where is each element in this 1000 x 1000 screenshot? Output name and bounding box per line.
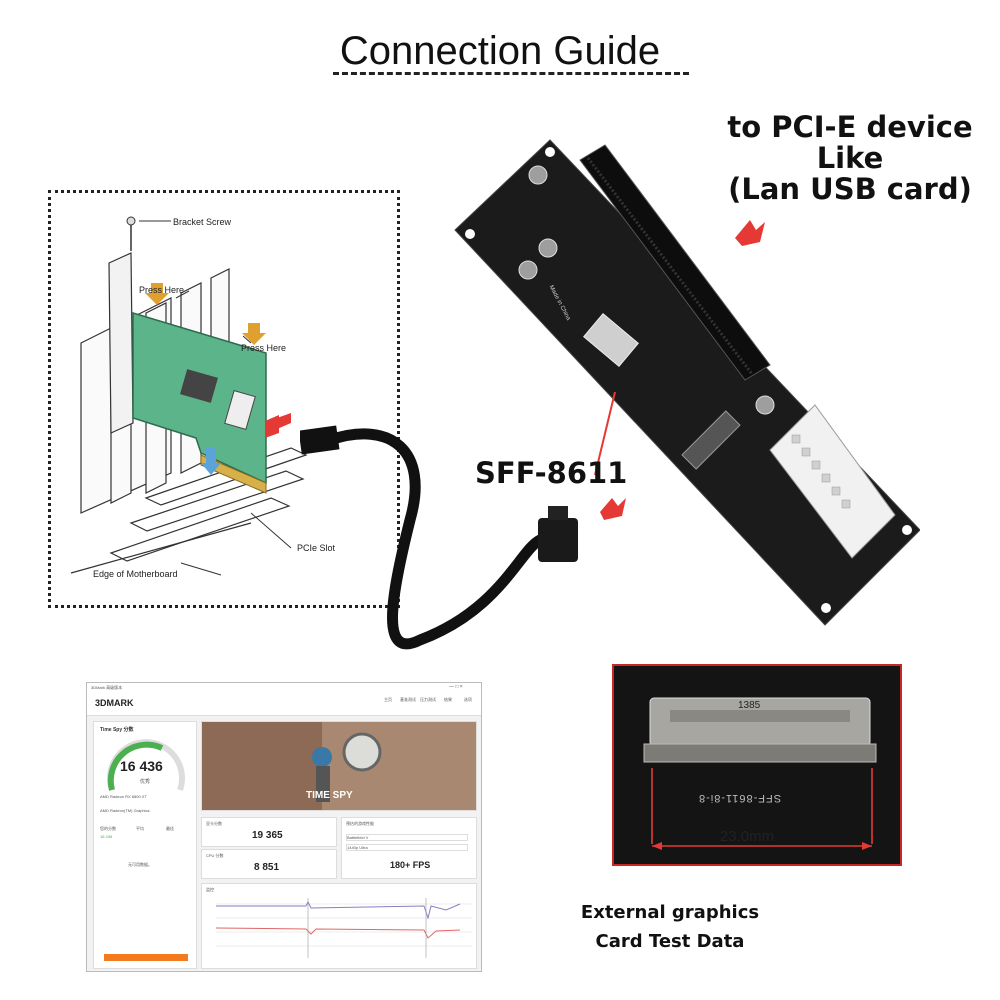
score-panel: Time Spy 分数 16 436 优秀 AMD Radeon RX 6800… bbox=[93, 721, 197, 969]
benchmark-toolbar: 3DMARK 主页 基准测试 压力测试 结果 选项 bbox=[87, 693, 481, 716]
estimate-panel: 预估的游戏性能 Battlefield V 1440p Ultra 180+ F… bbox=[341, 817, 477, 879]
arrow-to-device-icon bbox=[735, 220, 765, 246]
install-illustration bbox=[70, 216, 308, 576]
nav-options[interactable]: 选项 bbox=[464, 697, 472, 702]
graphics-score-panel: 显卡分数 19 365 bbox=[201, 817, 337, 847]
target-device-line-2: Like bbox=[816, 141, 884, 175]
connector-closeup-drawing bbox=[614, 666, 900, 864]
hero-illustration bbox=[202, 722, 476, 810]
fps-estimate: 180+ FPS bbox=[390, 860, 431, 870]
benchmark-window-title: 3DMark 高级版本 bbox=[91, 685, 123, 690]
sff8611-port bbox=[583, 313, 639, 367]
pcie-adapter-board bbox=[454, 139, 920, 626]
stat-average-label: 平均 bbox=[136, 826, 144, 831]
callout-press-here-2: Press Here bbox=[241, 343, 287, 353]
monitor-panel: 监控 bbox=[201, 883, 477, 969]
benchmark-caption: External graphics Card Test Data bbox=[560, 898, 780, 956]
stat-best-label: 最佳 bbox=[166, 826, 174, 831]
hero-image: TIME SPY bbox=[201, 721, 477, 811]
nav-results[interactable]: 结果 bbox=[444, 697, 452, 702]
sff8611-label: SFF-8611 bbox=[475, 456, 628, 490]
connector-closeup: 1385 SFF-8611-8i-8 bbox=[612, 664, 902, 866]
connector-width-dimension: 23.0mm bbox=[719, 828, 775, 845]
callout-pcie-slot: PCIe Slot bbox=[297, 543, 336, 553]
cpu-score-label: CPU 分数 bbox=[206, 853, 224, 858]
total-score: 16 436 bbox=[120, 758, 163, 774]
test-label: Time Spy 分数 bbox=[100, 727, 134, 733]
resolution-select[interactable]: 1440p Ultra bbox=[346, 844, 468, 851]
hero-title: TIME SPY bbox=[306, 790, 353, 801]
caption-line-1: External graphics bbox=[580, 902, 760, 923]
benchmark-window: 3DMark 高级版本 — □ × 3DMARK 主页 基准测试 压力测试 结果… bbox=[86, 682, 482, 972]
score-gauge bbox=[107, 739, 185, 791]
target-device-line-1: to PCI-E device bbox=[727, 110, 973, 144]
cpu-score-panel: CPU 分数 8 851 bbox=[201, 849, 337, 879]
compare-button[interactable] bbox=[104, 954, 188, 961]
graphics-score: 19 365 bbox=[252, 830, 283, 841]
graphics-score-label: 显卡分数 bbox=[206, 821, 222, 826]
game-select[interactable]: Battlefield V bbox=[346, 834, 468, 841]
target-device-line-3: (Lan USB card) bbox=[728, 172, 972, 206]
cpu-score: 8 851 bbox=[254, 862, 280, 873]
callout-press-here-1: Press Here bbox=[139, 285, 185, 295]
nav-stress-tests[interactable]: 压力测试 bbox=[420, 697, 436, 702]
nav-benchmarks[interactable]: 基准测试 bbox=[400, 697, 416, 702]
cable-plug-card bbox=[300, 425, 340, 455]
gpu2-name: AMD Radeon(TM) Graphics bbox=[100, 808, 150, 813]
install-diagram: Bracket Screw Press Here Press Here PCIe… bbox=[48, 190, 400, 608]
connector-part-marking: SFF-8611-8i-8 bbox=[698, 792, 782, 804]
benchmark-logo: 3DMARK bbox=[95, 698, 134, 708]
monitor-label: 监控 bbox=[206, 887, 214, 892]
callout-motherboard-edge: Edge of Motherboard bbox=[93, 569, 178, 579]
score-rating: 优秀 bbox=[140, 779, 151, 785]
sff8611-cable bbox=[300, 425, 626, 650]
callout-bracket-screw: Bracket Screw bbox=[173, 217, 232, 227]
window-controls-icon[interactable]: — □ × bbox=[449, 684, 463, 690]
caption-line-2: Card Test Data bbox=[595, 931, 745, 952]
page-title: Connection Guide bbox=[339, 29, 661, 73]
connector-part-code: 1385 bbox=[738, 700, 761, 711]
arrow-to-sff-icon bbox=[600, 498, 626, 520]
stat-your-score-label: 您的分数 bbox=[100, 826, 116, 831]
monitor-graph bbox=[216, 898, 472, 958]
cable-plug-board bbox=[538, 518, 578, 562]
nav-home[interactable]: 主页 bbox=[384, 697, 392, 702]
title-underline bbox=[333, 72, 689, 75]
stat-your-score: 16 436 bbox=[100, 834, 113, 839]
estimate-label: 预估的游戏性能 bbox=[346, 821, 374, 826]
target-device-text: to PCI-E device Like (Lan USB card) bbox=[700, 112, 1000, 205]
gpu-name: AMD Radeon RX 6800 XT bbox=[100, 794, 147, 799]
no-data-text: 无可用数据。 bbox=[128, 862, 152, 867]
